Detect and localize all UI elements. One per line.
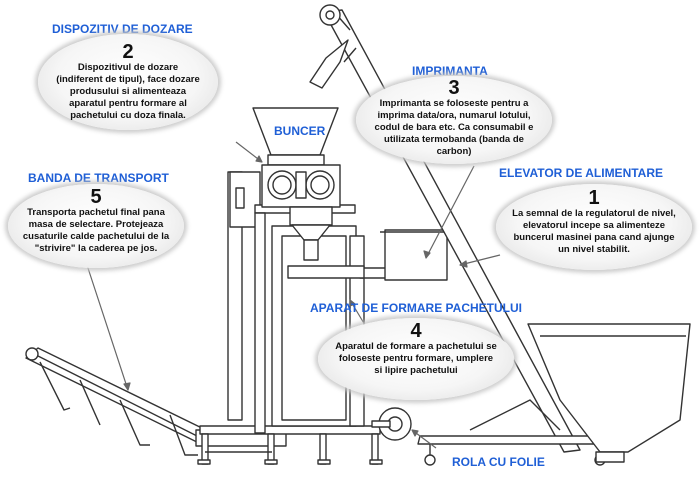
callout-text: Dispozitivul de dozare (indiferent de ti… [56,62,200,121]
roll-label: ROLA CU FOLIE [452,455,545,469]
callout-text: La semnal de la regulatorul de nivel, el… [512,208,676,255]
callout-text: Aparatul de formare a pachetului se folo… [335,341,497,376]
callout-number: 4 [410,320,422,342]
printer-unit [380,229,455,281]
callout-text: Transporta pachetul final pana masa de s… [22,207,170,254]
callout-1-bubble: 1 La semnal de la regulatorul de nivel, … [496,184,692,270]
callout-2-bubble: 2 Dispozitivul de dozare (indiferent de … [38,34,218,130]
dosing-title: DISPOZITIV DE DOZARE [52,22,193,36]
callout-4-bubble: 4 Aparatul de formare a pachetului se fo… [318,318,514,400]
transport-title: BANDA DE TRANSPORT [28,171,169,185]
callout-text: Imprimanta se foloseste pentru a imprima… [374,98,534,157]
callout-number: 3 [448,77,460,99]
callout-number: 2 [122,41,134,63]
callout-5-bubble: 5 Transporta pachetul final pana masa de… [8,184,184,268]
film-roll [371,407,412,441]
hopper-label: BUNCER [274,124,326,138]
forming-title: APARAT DE FORMARE PACHETULUI [310,301,522,315]
callout-3-bubble: 3 Imprimanta se foloseste pentru a impri… [356,76,552,164]
dosing-unit [252,107,341,261]
callout-number: 5 [90,186,102,208]
feed-hopper [527,323,691,463]
callout-number: 1 [588,187,600,209]
callout-arrows [85,141,501,449]
printer-title: IMPRIMANTA [412,64,488,78]
elevator-title: ELEVATOR DE ALIMENTARE [499,166,664,180]
transport-conveyor [25,347,287,456]
